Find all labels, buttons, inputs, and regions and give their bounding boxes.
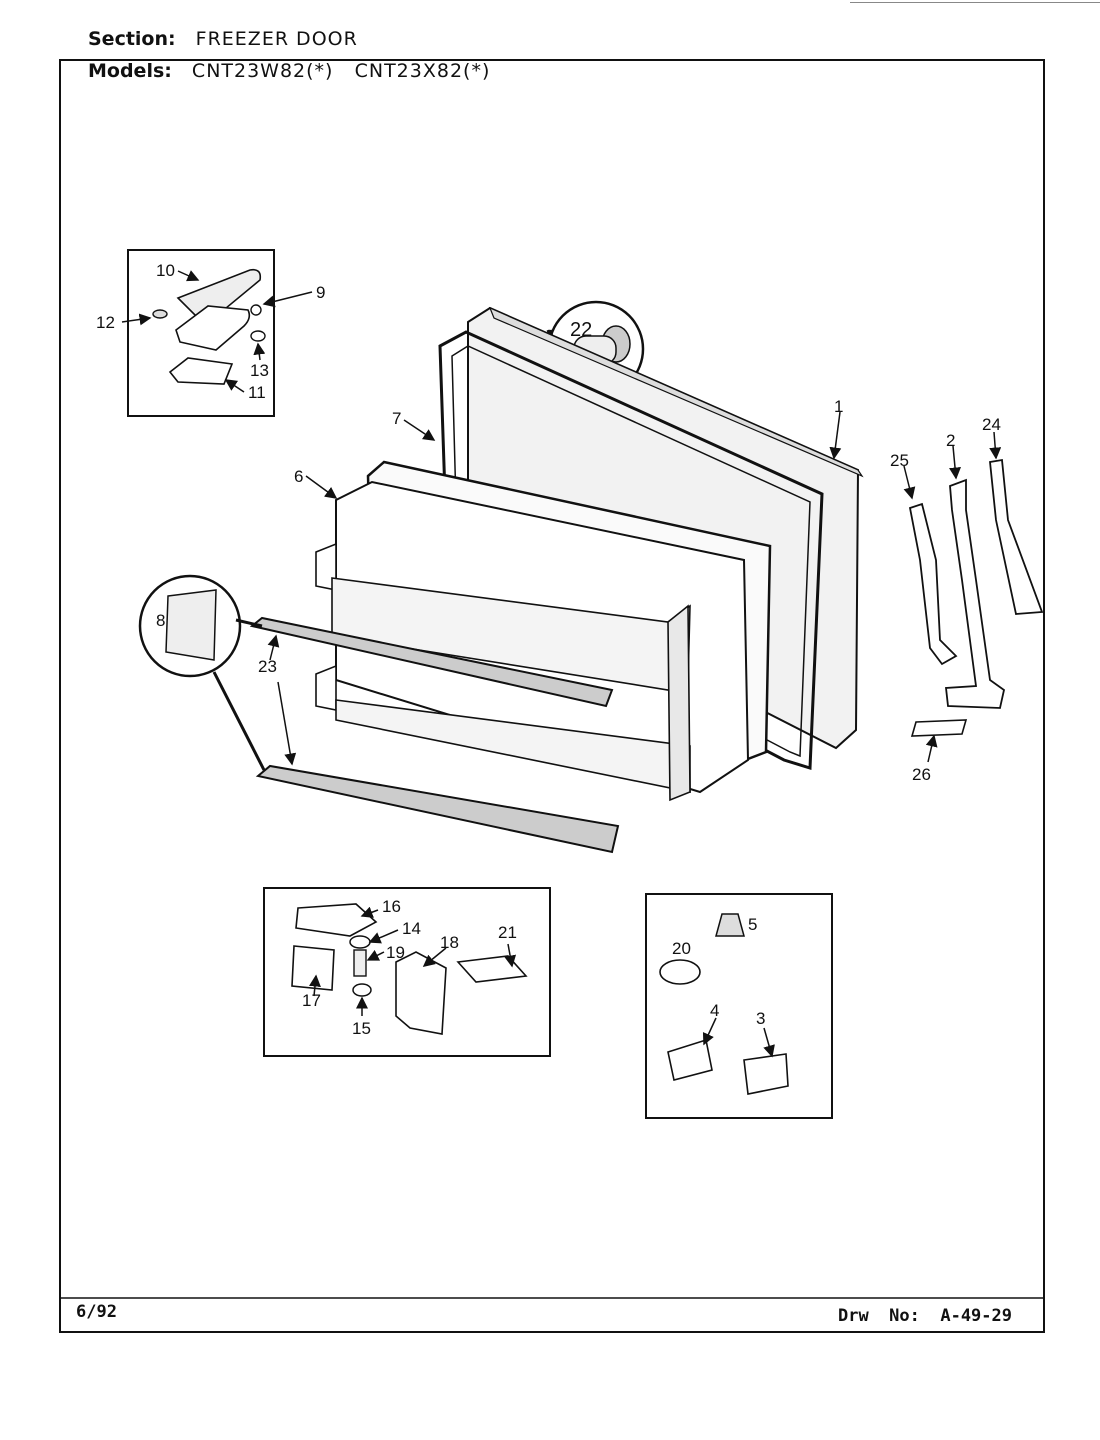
handle-shim-part — [910, 719, 968, 737]
callout-25: 25 — [890, 451, 909, 470]
section-label: Section: — [88, 28, 176, 50]
models-label: Models: — [88, 60, 172, 82]
callout-15: 15 — [352, 1019, 371, 1038]
callout-17: 17 — [302, 991, 321, 1010]
callout-23: 23 — [258, 657, 277, 676]
washer-lower-part — [352, 983, 372, 997]
callout-numbers: 1 2 3 4 5 6 7 8 9 10 11 12 13 14 15 16 1… — [96, 261, 1001, 1038]
pin-part — [250, 304, 262, 316]
callout-4: 4 — [710, 1001, 719, 1020]
models-line: Models: CNT23W82(*) CNT23X82(*) — [88, 60, 490, 82]
hinge-spacer-part — [291, 945, 335, 991]
hinge-cover-lower-part — [456, 955, 528, 983]
callout-22: 22 — [570, 319, 592, 341]
hinge-cover-inset — [127, 249, 275, 417]
handle-bracket-part — [945, 478, 1006, 709]
hinge-parts-inset — [263, 887, 551, 1057]
drawing-number: Drw No: A-49-29 — [838, 1306, 1012, 1326]
leader-lines — [121, 270, 1002, 1058]
section-line: Section: FREEZER DOOR — [88, 28, 358, 50]
cap-part — [659, 959, 701, 985]
door-handle-parts — [908, 458, 1044, 737]
hinge-plate-lower-part — [395, 951, 447, 1035]
top-edge-rule — [850, 2, 1100, 3]
bushing-part — [349, 935, 371, 949]
callout-13: 13 — [250, 361, 269, 380]
callout-8: 8 — [156, 611, 165, 630]
handle-left-part — [908, 502, 958, 666]
screw-part — [152, 309, 168, 319]
callout-2: 2 — [946, 431, 955, 450]
washer-part — [250, 330, 266, 342]
handle-trim-part — [989, 458, 1044, 615]
callout-11: 11 — [248, 383, 266, 402]
callout-21: 21 — [498, 923, 517, 942]
models-value: CNT23W82(*) CNT23X82(*) — [191, 60, 491, 82]
drawing-frame — [59, 59, 1045, 1333]
misc-parts-inset — [645, 893, 833, 1119]
callout-20: 20 — [672, 939, 691, 958]
stop-part — [715, 913, 745, 937]
callout-19: 19 — [386, 943, 405, 962]
callout-16: 16 — [382, 897, 401, 916]
callout-9: 9 — [316, 283, 325, 302]
callout-7: 7 — [392, 409, 401, 428]
clip-right-part — [743, 1053, 789, 1095]
door-liner — [315, 480, 750, 802]
callout-26: 26 — [912, 765, 931, 784]
hinge-pin-part — [353, 949, 367, 977]
shelf-bar-upper — [249, 616, 614, 708]
retainer-magnifier — [138, 574, 266, 771]
hinge-shim-part — [168, 357, 234, 385]
callout-3: 3 — [756, 1009, 765, 1028]
clip-left-part — [667, 1038, 713, 1081]
callout-12: 12 — [96, 313, 115, 332]
shelf-bar-lower — [255, 764, 620, 854]
callout-14: 14 — [402, 919, 421, 938]
callout-10: 10 — [156, 261, 175, 280]
hinge-bracket-part — [295, 903, 378, 937]
callout-24: 24 — [982, 415, 1001, 434]
section-value: FREEZER DOOR — [195, 28, 358, 50]
callout-5: 5 — [748, 915, 757, 934]
hinge-plate-part — [175, 305, 251, 351]
callout-18: 18 — [440, 933, 459, 952]
callout-6: 6 — [294, 467, 303, 486]
drawing-date: 6/92 — [76, 1302, 117, 1322]
callout-1: 1 — [834, 397, 843, 416]
